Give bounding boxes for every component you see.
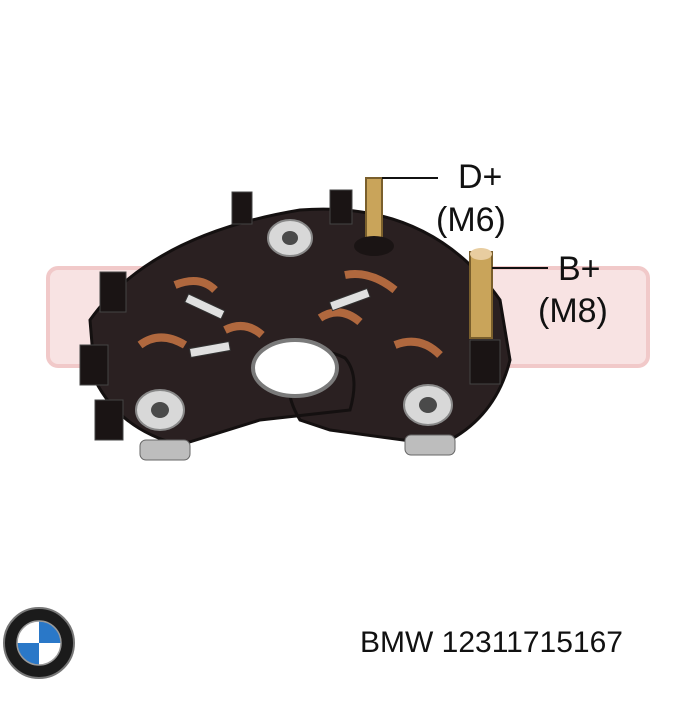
copper-contact <box>393 337 443 358</box>
mounting-washer <box>135 389 185 431</box>
mounting-washer <box>267 219 313 257</box>
copper-contact <box>223 322 265 339</box>
bmw-roundel-logo-icon <box>3 607 75 679</box>
d-plus-label: D+ <box>458 158 503 196</box>
standoff <box>139 439 191 461</box>
terminal-clip <box>94 399 124 441</box>
copper-contact <box>137 333 188 349</box>
b-plus-thread-label: (M8) <box>538 292 608 330</box>
terminal-clip <box>79 344 109 386</box>
diode <box>328 287 371 312</box>
part-caption: BMW 12311715167 <box>360 626 623 660</box>
part-number: 12311715167 <box>441 626 623 659</box>
terminal-clip <box>469 339 501 385</box>
d-plus-bolt <box>354 177 394 256</box>
copper-contact <box>344 270 398 294</box>
b-plus-bolt <box>469 248 493 339</box>
terminal-clip <box>329 189 353 225</box>
center-hole <box>251 338 339 398</box>
brand-name: BMW <box>360 626 434 659</box>
terminal-clip <box>99 271 127 313</box>
mounting-washer <box>403 384 453 426</box>
copper-contact <box>317 308 363 326</box>
d-plus-thread-label: (M6) <box>436 201 506 239</box>
diode <box>184 293 226 320</box>
diode <box>188 341 231 358</box>
b-plus-label: B+ <box>558 250 601 288</box>
terminal-clip <box>231 191 253 225</box>
standoff <box>404 434 456 456</box>
copper-contact <box>173 277 218 294</box>
